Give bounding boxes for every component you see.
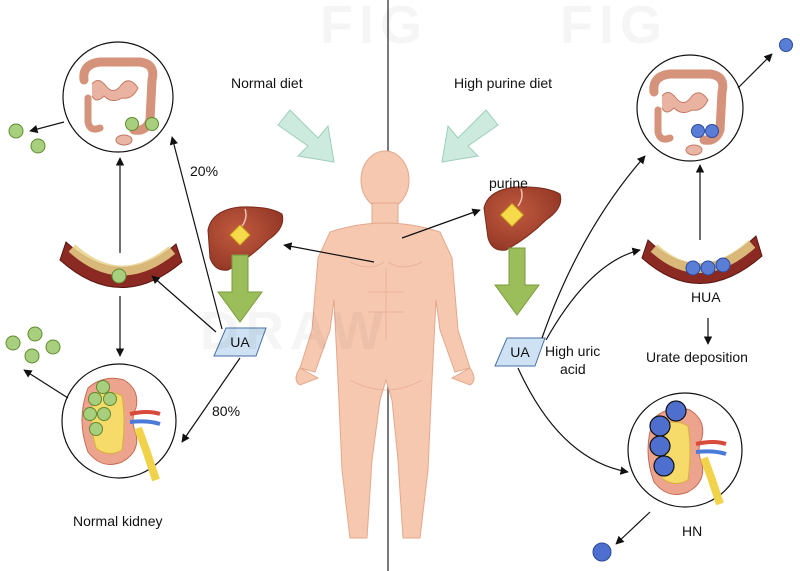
flow-arrows	[23, 53, 773, 545]
hn-label: HN	[682, 523, 703, 539]
green-particle	[45, 339, 61, 355]
green-particle	[30, 138, 46, 154]
high-uric-acid-label-line2: acid	[560, 361, 586, 377]
high-purine-diet-arrow	[441, 109, 499, 163]
blue-particle	[592, 542, 612, 562]
blood-vessel-right-icon	[641, 235, 763, 284]
normal-diet-label: Normal diet	[231, 75, 303, 91]
purine-label: purine	[489, 175, 528, 191]
liver-right-icon	[483, 186, 562, 251]
ua-left-box	[213, 327, 267, 357]
ua-right-box	[494, 337, 546, 367]
normal-kidney-label: Normal kidney	[73, 513, 163, 529]
blood-vessel-left-icon	[59, 241, 183, 288]
urate-deposition-label: Urate deposition	[646, 349, 748, 365]
green-particle	[24, 348, 40, 364]
intestine-right-icon	[636, 54, 744, 162]
liver-right-down-arrow	[494, 247, 540, 316]
percent-80-label: 80%	[212, 403, 241, 419]
high-uric-acid-label-line1: High uric	[545, 343, 601, 359]
watermark-mid: DRAW	[200, 300, 389, 362]
watermark-top: FIG	[320, 0, 428, 56]
watermark-top-right: FIG	[560, 0, 668, 56]
high-purine-diet-label: High purine diet	[454, 75, 553, 91]
human-body	[295, 150, 475, 539]
green-particle	[5, 335, 21, 351]
normal-diet-arrow	[277, 109, 335, 163]
blue-particle	[779, 38, 793, 52]
green-particle	[27, 326, 43, 342]
hua-label: HUA	[691, 289, 721, 305]
liver-left-icon	[207, 206, 284, 271]
liver-left-down-arrow	[217, 254, 263, 323]
ua-left-label: UA	[230, 334, 250, 350]
percent-20-label: 20%	[190, 163, 219, 179]
intestine-left-icon	[62, 41, 174, 153]
kidney-hn-icon	[627, 392, 743, 508]
green-particle	[8, 123, 24, 139]
ua-right-label: UA	[510, 344, 530, 360]
kidney-normal-icon	[61, 363, 177, 482]
